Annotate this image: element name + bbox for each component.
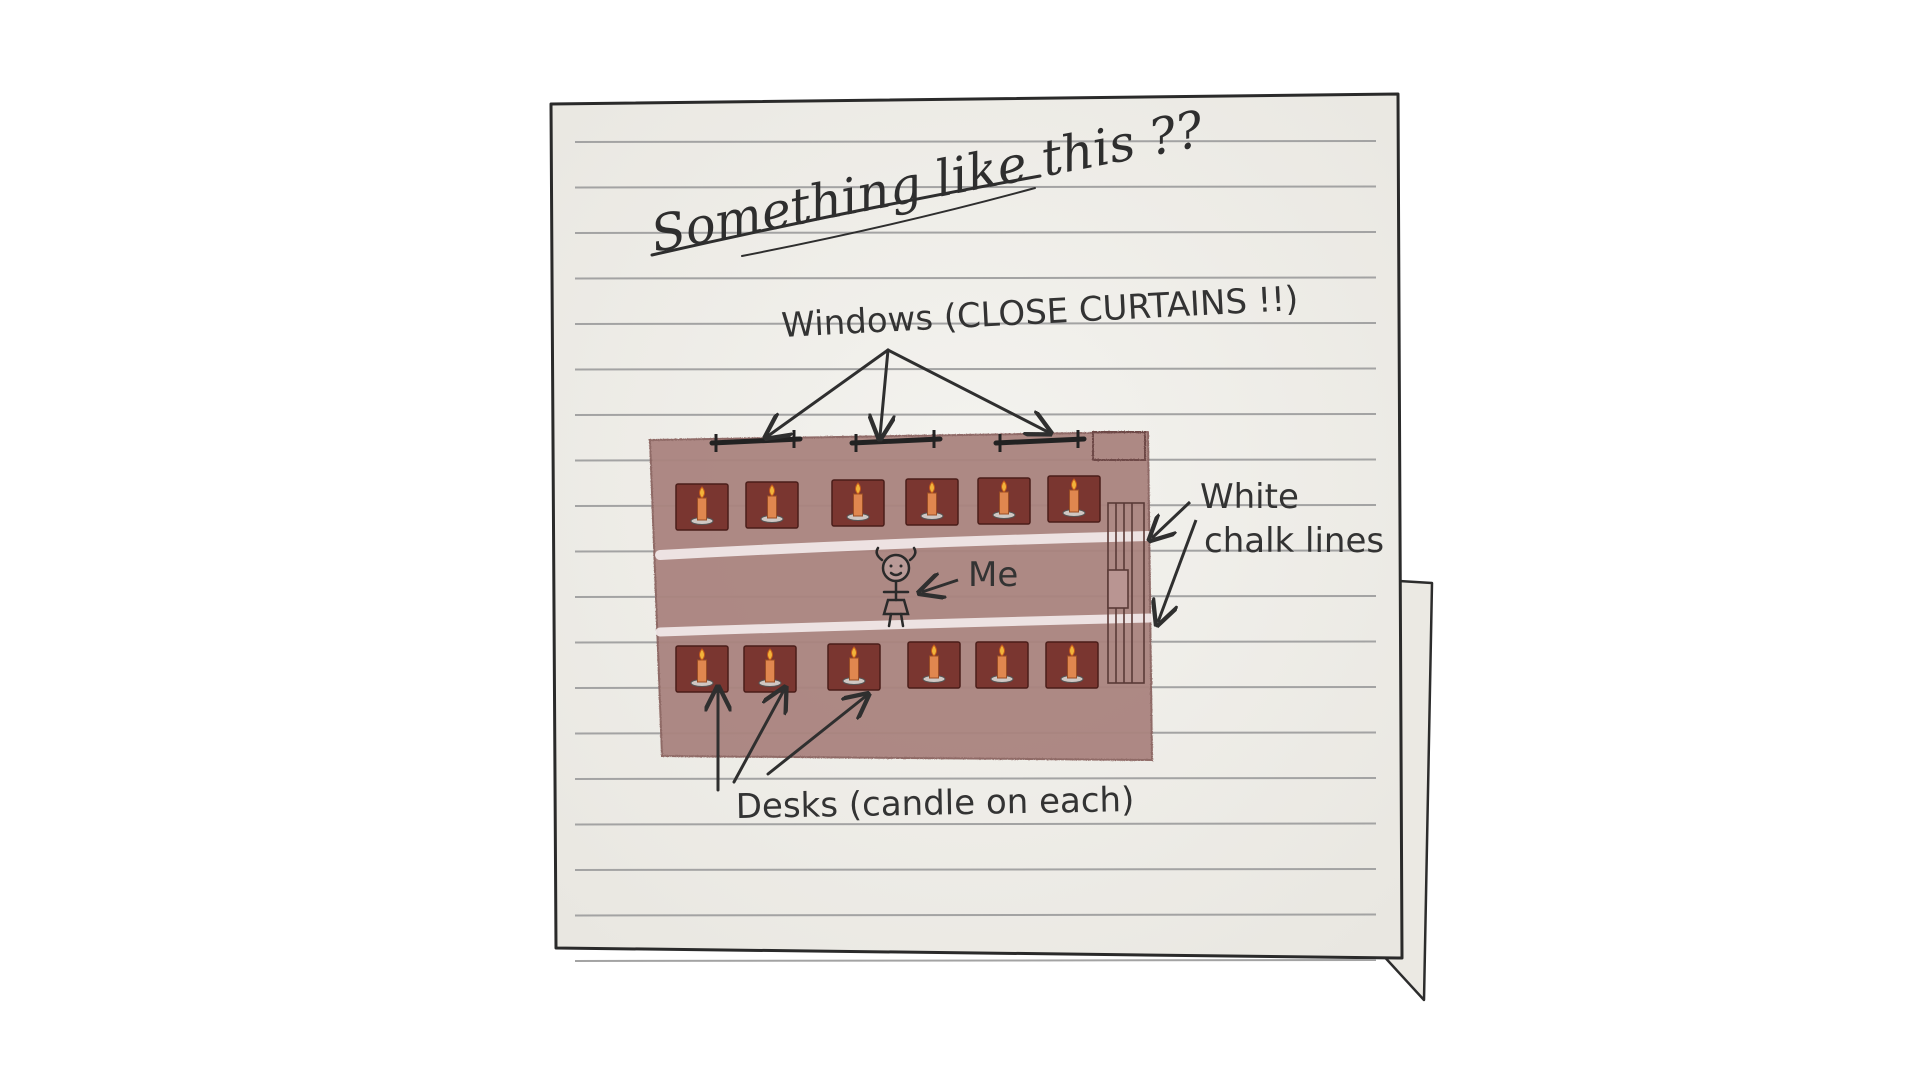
window-curtain-rod-icon [993,430,1087,452]
ruled-line [574,777,1377,780]
ruled-line [574,231,1377,234]
stick-figure-icon [875,546,917,628]
chalk-label-line2: chalk lines [1204,521,1384,561]
title-underline-2 [741,187,1036,257]
desk [1047,475,1101,523]
desk [675,645,729,693]
title-underline [650,174,1042,257]
arrow-icon [732,690,784,784]
desks-label: Desks (candle on each) [735,780,1134,827]
ruled-line [574,413,1377,416]
desks-group [675,475,1101,693]
desk [831,479,885,527]
me-label: Me [968,555,1018,595]
desk [1045,641,1099,689]
ruled-line [574,868,1377,871]
arrow-icon [1152,500,1192,538]
ruled-line [574,367,1377,371]
candle-icon [760,484,784,523]
desks-arrows [718,690,866,792]
windows-arrows [768,348,1048,436]
arrow-icon [766,696,866,776]
chalkboard-strips [1107,502,1145,684]
candle-icon [842,646,866,685]
desk [827,643,881,691]
chalk-line-top [655,531,1153,560]
candle-icon [846,482,870,521]
ruled-line [574,276,1377,280]
arrow-icon [886,348,1048,432]
candle-icon [990,644,1014,683]
ruled-line [574,140,1377,143]
arrow-icon [922,580,959,592]
desk [745,481,799,529]
candle-icon [922,644,946,683]
desk [675,483,729,531]
ruled-line [574,913,1377,917]
candle-icon [992,480,1016,519]
desk [905,478,959,526]
room-corner-box [1092,431,1146,461]
chalk-label-line1: White [1200,477,1299,517]
desk [977,477,1031,525]
candle-icon [920,481,944,520]
candle-icon [1062,478,1086,517]
ruled-line [574,959,1377,962]
desk [743,645,797,693]
ruled-line [574,822,1377,826]
arrow-icon [768,348,890,436]
ruled-line [574,322,1377,325]
candle-icon [690,486,714,525]
arrow-icon [880,348,888,436]
candle-icon [1060,644,1084,683]
arrow-icon [1158,519,1198,622]
desk [975,641,1029,689]
desk [907,641,961,689]
